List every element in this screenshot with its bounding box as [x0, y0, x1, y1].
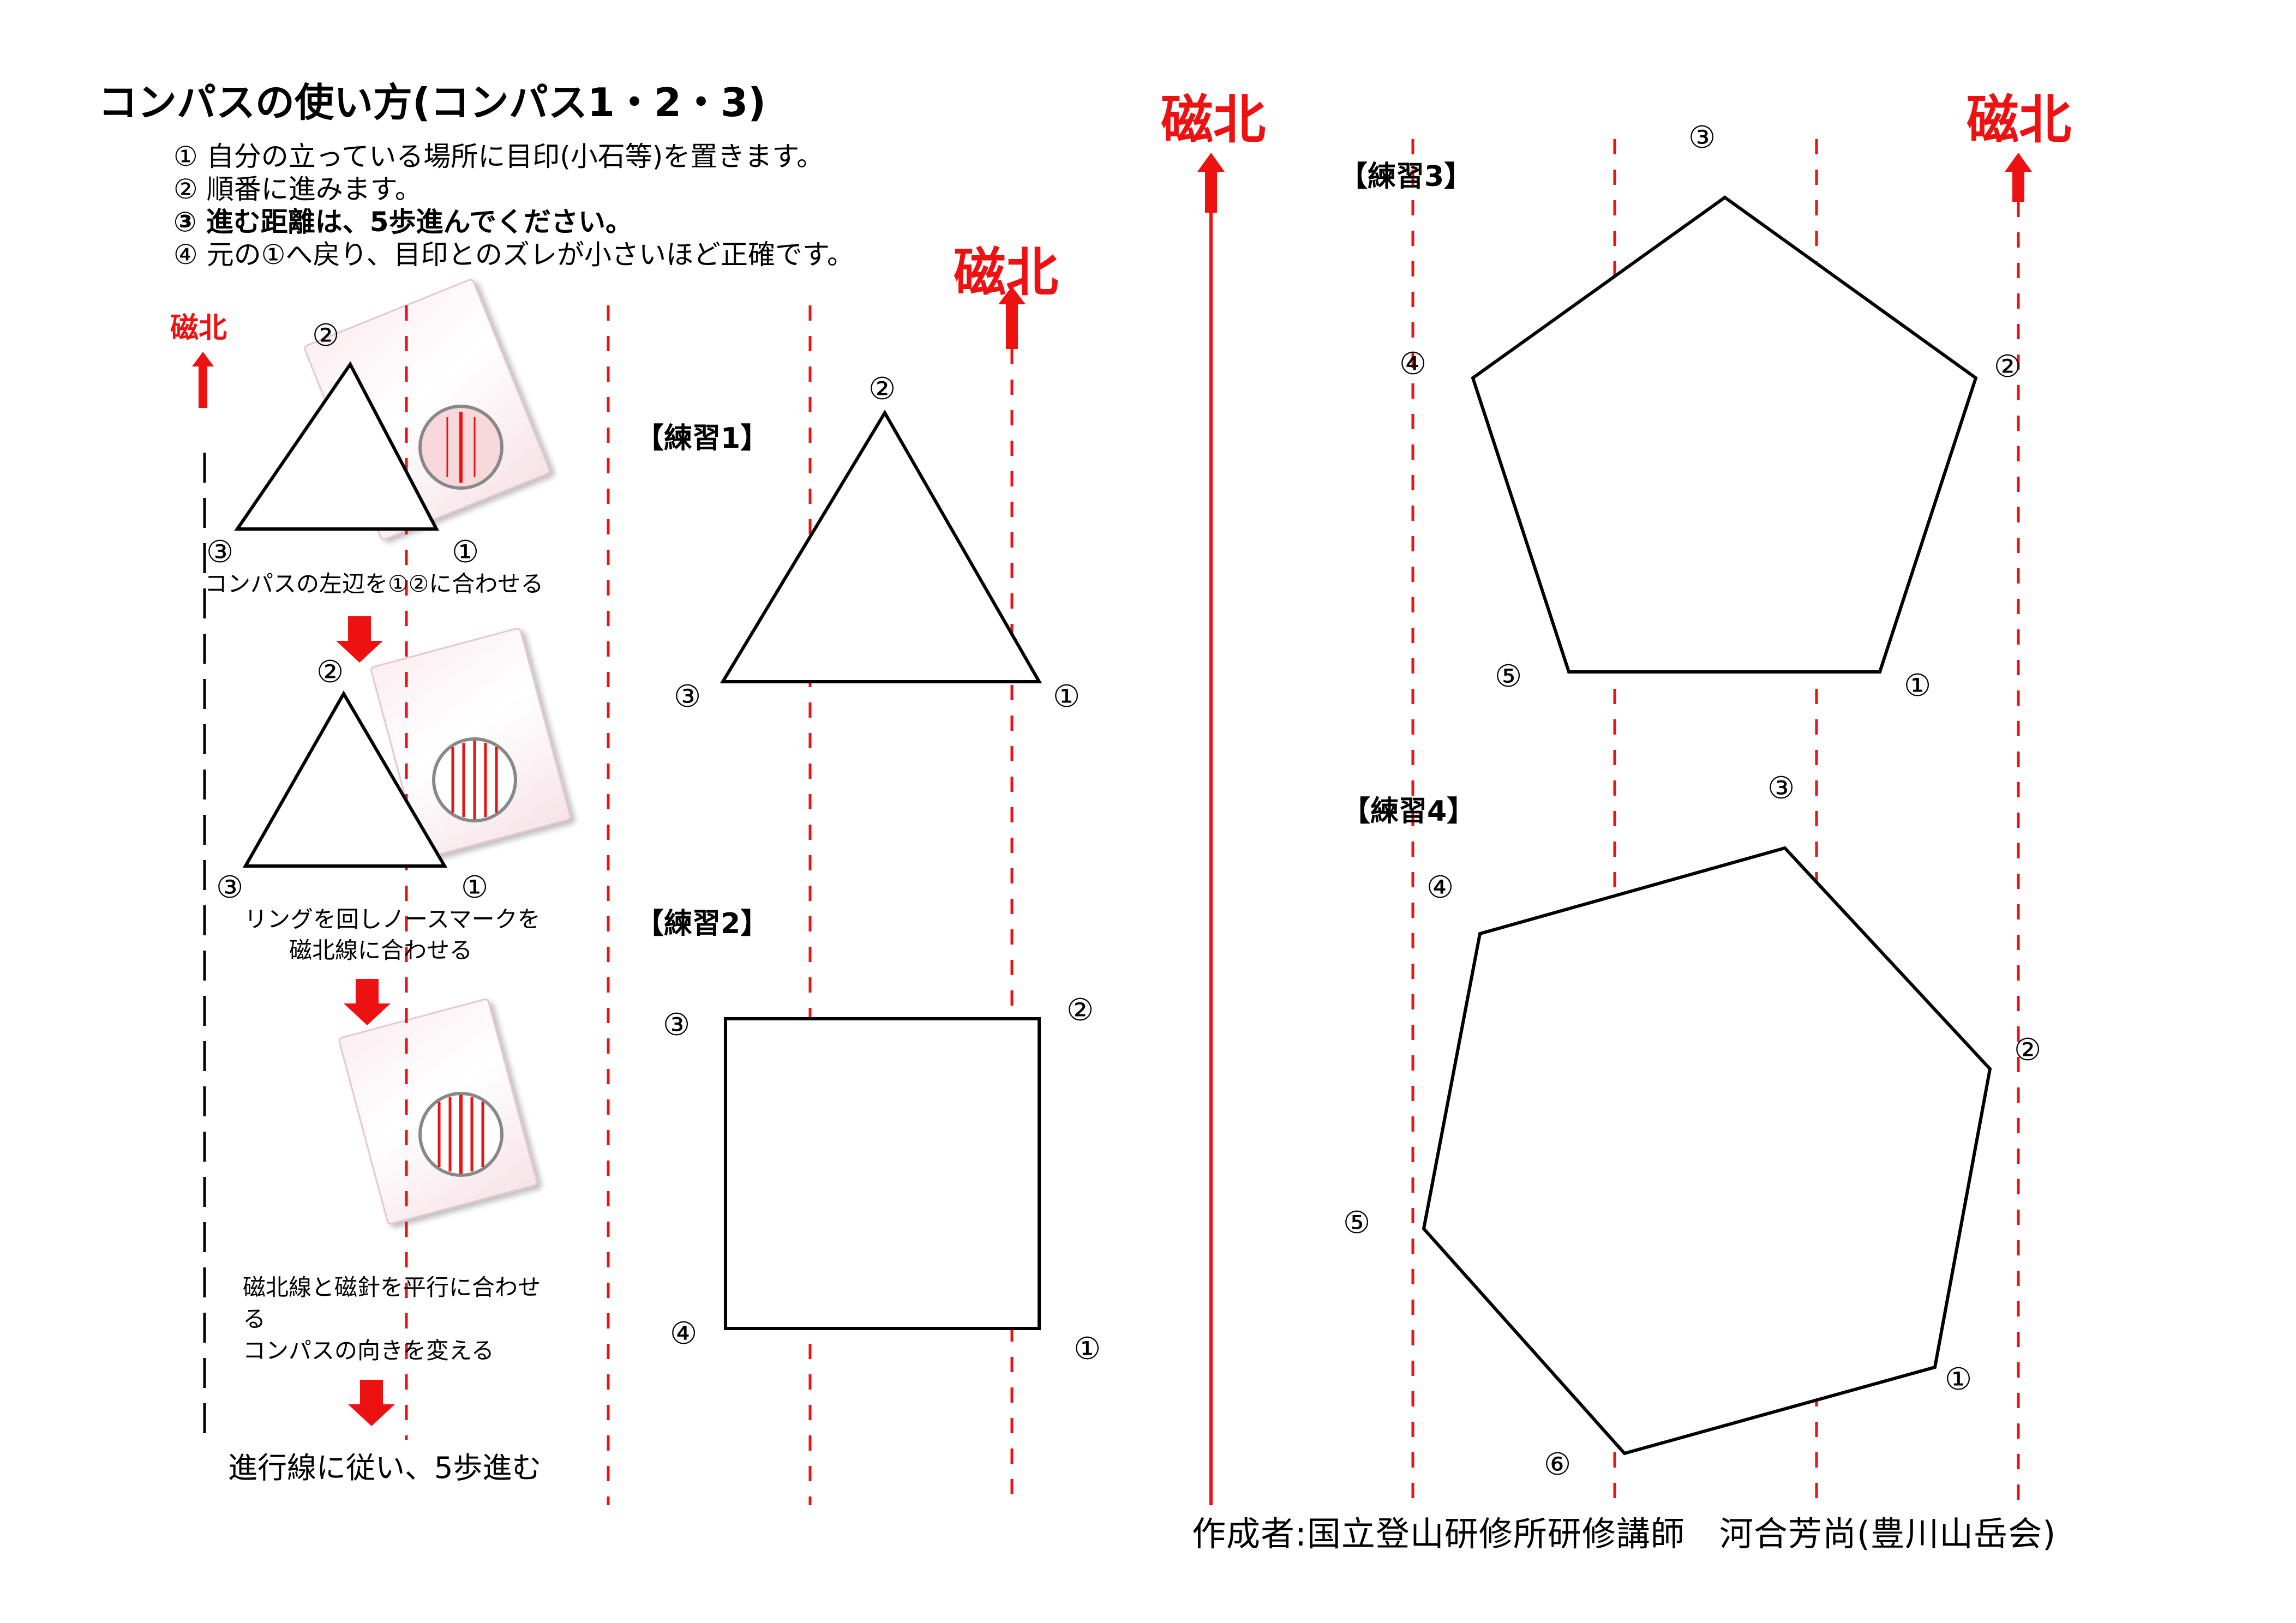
- final-caption: 進行線に従い、5歩進む: [228, 1451, 542, 1485]
- down-arrow-icon: [336, 616, 383, 663]
- step1-caption: コンパスの左辺を①②に合わせる: [205, 570, 544, 597]
- vertex-label: ④: [670, 1316, 698, 1351]
- compass-dial-icon: [432, 737, 517, 822]
- step2-caption-line2: 磁北線に合わせる: [289, 937, 473, 964]
- practice-2-square: [724, 1017, 1041, 1330]
- down-arrow-icon: [344, 979, 391, 1025]
- north-arrow-icon: [192, 352, 214, 408]
- practice-2-label: 【練習2】: [636, 907, 769, 940]
- vertex-label: ②: [868, 371, 896, 407]
- practice-4-hexagon: [1422, 846, 1992, 1456]
- vertex-label: ②: [2014, 1032, 2042, 1068]
- vertex-label: ②: [316, 654, 344, 690]
- vertex-label: ④: [1426, 870, 1454, 905]
- step3-caption-line1: 磁北線と磁針を平行に合わせ: [243, 1274, 541, 1301]
- vertex-label: ③: [1688, 120, 1716, 155]
- vertex-label: ①: [1053, 679, 1081, 714]
- compass-dial-icon: [418, 1092, 503, 1177]
- vertex-label: ⑥: [1544, 1447, 1572, 1482]
- step3-caption-line3: コンパスの向きを変える: [243, 1337, 494, 1364]
- vertex-label: ④: [1399, 346, 1427, 382]
- practice-4-label: 【練習4】: [1342, 795, 1476, 828]
- vertex-label: ⑤: [1495, 659, 1522, 694]
- magnetic-north-label: 磁北: [954, 242, 1058, 303]
- page-title: コンパスの使い方(コンパス1・2・3): [98, 80, 766, 125]
- vertex-label: ①: [461, 870, 489, 905]
- vertex-label: ②: [1066, 993, 1094, 1028]
- practice-1-triangle: [720, 410, 1042, 683]
- down-arrow-icon: [348, 1380, 395, 1426]
- vertex-label: ③: [216, 870, 244, 905]
- practice-1-label: 【練習1】: [636, 422, 769, 455]
- vertex-label: ②: [312, 318, 340, 353]
- step-2: ② 順番に進みます。: [173, 173, 422, 205]
- north-arrow-icon: [2005, 153, 2032, 202]
- vertex-label: ③: [1767, 771, 1795, 806]
- vertex-label: ③: [674, 679, 702, 714]
- compass-dial-icon: [418, 405, 503, 490]
- instruction-triangle-1: [234, 361, 439, 531]
- step3-caption-line2: る: [243, 1306, 266, 1332]
- vertex-label: ①: [1074, 1331, 1101, 1367]
- magnetic-north-label: 磁北: [1967, 89, 2071, 151]
- practice-3-label: 【練習3】: [1339, 160, 1473, 193]
- step-3: ③ 進む距離は、5歩進んでください。: [173, 206, 633, 238]
- step2-caption-line1: リングを回しノースマークを: [244, 906, 541, 933]
- magnetic-north-label: 磁北: [1161, 89, 1266, 151]
- north-arrow-icon: [998, 286, 1026, 349]
- vertex-label: ②: [1994, 349, 2022, 384]
- author-credit: 作成者:国立登山研修所研修講師 河合芳尚(豊川山岳会): [1192, 1514, 2057, 1554]
- vertex-label: ③: [206, 534, 234, 570]
- vertex-label: ⑤: [1343, 1205, 1371, 1241]
- vertex-label: ③: [663, 1007, 691, 1043]
- vertex-label: ①: [1945, 1362, 1973, 1397]
- magnetic-north-label: 磁北: [170, 312, 227, 345]
- vertex-label: ①: [452, 534, 479, 570]
- practice-3-pentagon: [1471, 195, 1978, 674]
- step-4: ④ 元の①へ戻り、目印とのズレが小さいほど正確です。: [173, 239, 855, 270]
- step-1: ① 自分の立っている場所に目印(小石等)を置きます。: [173, 141, 824, 172]
- north-arrow-icon: [1197, 153, 1225, 213]
- vertex-label: ①: [1904, 668, 1932, 704]
- instruction-triangle-2: [242, 690, 448, 868]
